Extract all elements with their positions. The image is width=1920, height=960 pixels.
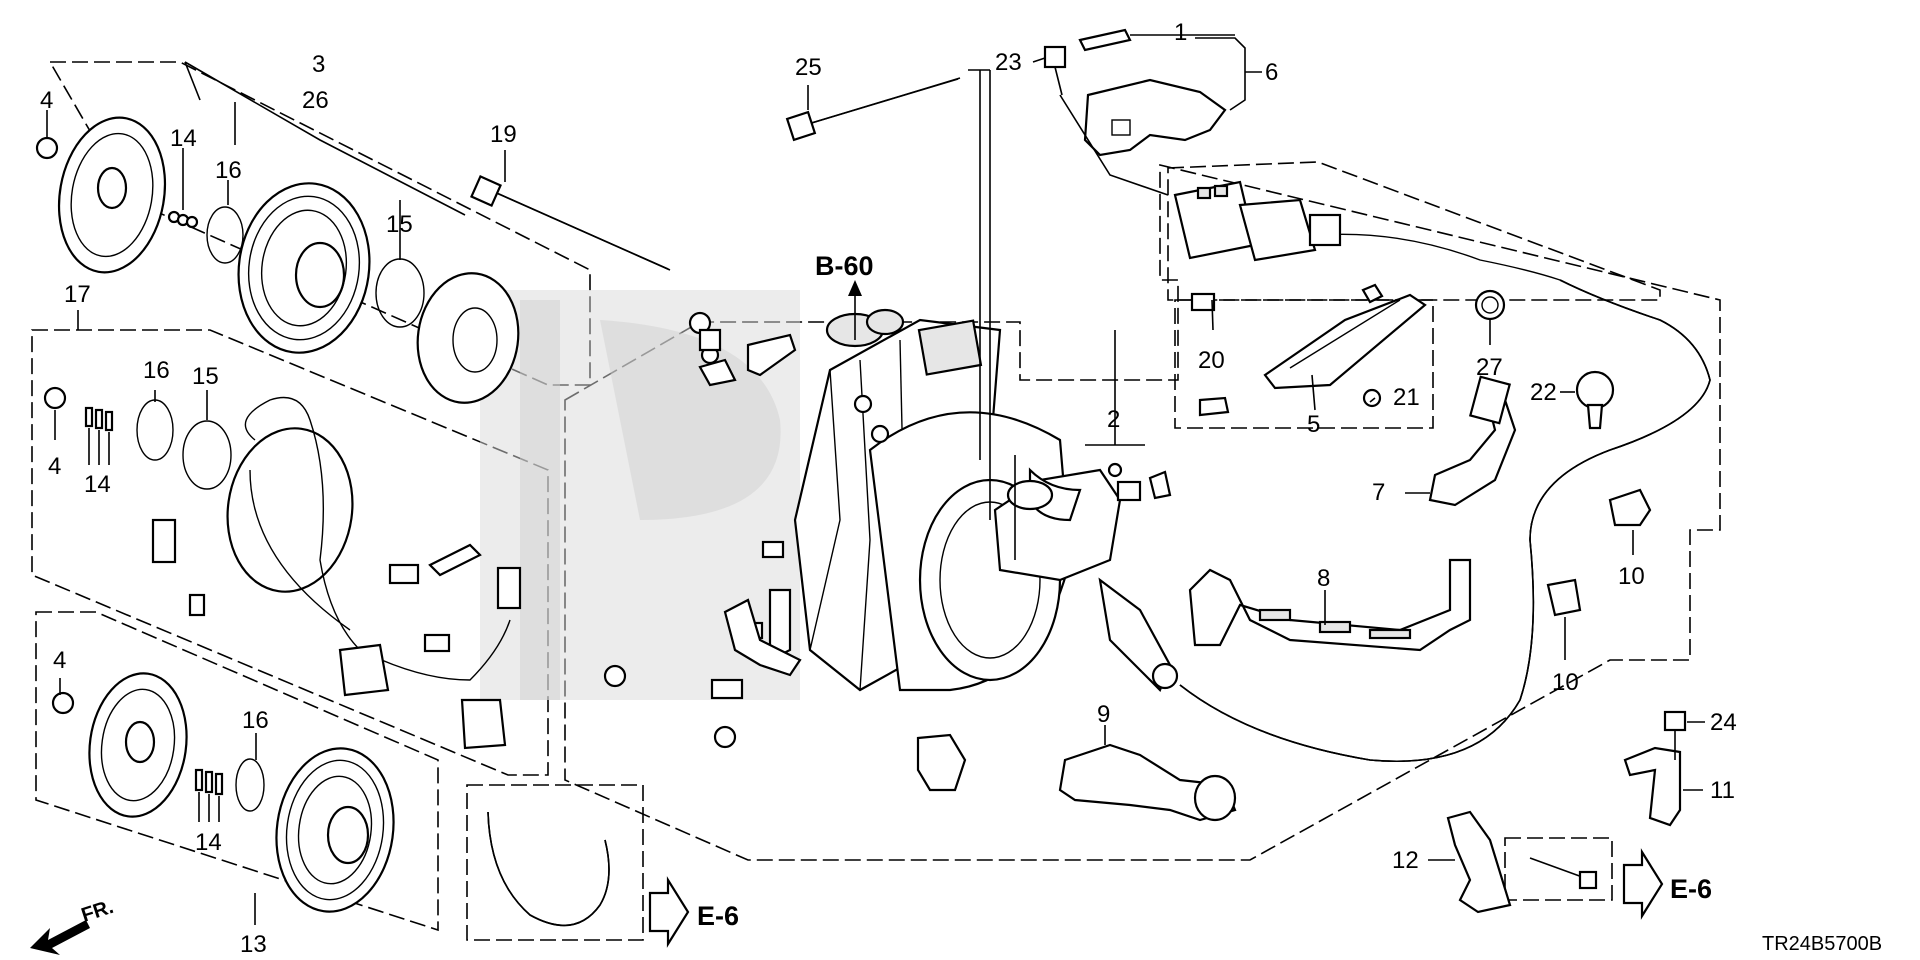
callout-2: 2 bbox=[1107, 406, 1120, 433]
belt-box-outline bbox=[466, 784, 644, 941]
callout-13: 13 bbox=[240, 931, 267, 958]
ref-e6-right: E-6 bbox=[1670, 874, 1712, 904]
bolt-25 bbox=[785, 77, 961, 142]
callout-17: 17 bbox=[64, 281, 91, 308]
bolt-19 bbox=[470, 175, 671, 271]
bolt-24 bbox=[1663, 710, 1687, 760]
clutch-a-parts bbox=[35, 116, 520, 404]
callout-21: 21 bbox=[1393, 384, 1420, 411]
callout-27: 27 bbox=[1476, 354, 1503, 381]
clutch-b-parts bbox=[51, 672, 395, 913]
callout-16-coil: 16 bbox=[143, 357, 170, 384]
bolt-23 bbox=[1043, 45, 1067, 96]
main-group-outline bbox=[564, 163, 1721, 861]
callout-16-upper: 16 bbox=[215, 157, 242, 184]
callout-26: 26 bbox=[302, 87, 329, 114]
bracket-12 bbox=[1446, 810, 1512, 914]
callout-15-upper: 15 bbox=[386, 211, 413, 238]
callout-19: 19 bbox=[490, 121, 517, 148]
clips-10 bbox=[1546, 488, 1652, 617]
fasteners-misc bbox=[1107, 283, 1384, 502]
bracket-8 bbox=[1188, 558, 1472, 652]
clip-27 bbox=[1474, 289, 1506, 321]
callout-7: 7 bbox=[1372, 479, 1385, 506]
bracket5-box-outline bbox=[1174, 299, 1434, 429]
callout-1: 1 bbox=[1174, 19, 1187, 46]
callout-14-coil: 14 bbox=[84, 471, 111, 498]
callout-14-lower: 14 bbox=[195, 829, 222, 856]
front-direction-arrow bbox=[30, 920, 90, 955]
connector-assembly bbox=[1173, 180, 1342, 262]
ref-e6-left: E-6 bbox=[697, 901, 739, 931]
coil-group-parts bbox=[43, 386, 522, 750]
callout-11: 11 bbox=[1710, 777, 1735, 804]
callout-10-upper: 10 bbox=[1618, 563, 1645, 590]
bracket-5 bbox=[1198, 293, 1427, 417]
bolt-box bbox=[1529, 857, 1598, 890]
callout-9: 9 bbox=[1097, 701, 1110, 728]
clamp-7 bbox=[1428, 375, 1517, 507]
callout-14-upper: 14 bbox=[170, 125, 197, 152]
connector-box-outline bbox=[1167, 161, 1661, 301]
callout-10-lower: 10 bbox=[1552, 669, 1579, 696]
pipe-9 bbox=[1058, 743, 1237, 822]
e6-arrow-left-shape bbox=[648, 876, 690, 948]
callout-8: 8 bbox=[1317, 565, 1330, 592]
ref-b60: B-60 bbox=[815, 251, 874, 281]
inverter-block bbox=[993, 467, 1179, 692]
callout-16-lower: 16 bbox=[242, 707, 269, 734]
compressor-brackets bbox=[698, 333, 967, 792]
callout-5: 5 bbox=[1307, 411, 1320, 438]
bolt-box-outline bbox=[1504, 837, 1613, 901]
callout-4-coil: 4 bbox=[48, 453, 61, 480]
clip-22 bbox=[1575, 370, 1615, 430]
callout-12: 12 bbox=[1392, 847, 1419, 874]
callout-15-coil: 15 bbox=[192, 363, 219, 390]
cover-6 bbox=[1078, 28, 1227, 157]
wire-harness bbox=[1179, 233, 1711, 763]
callout-20: 20 bbox=[1198, 347, 1225, 374]
drawing-code: TR24B5700B bbox=[1762, 933, 1882, 955]
bracket-11 bbox=[1623, 746, 1682, 827]
callout-labels: 1 2 3 26 4 5 6 7 8 9 10 10 11 12 13 14 1… bbox=[40, 19, 1737, 958]
callout-25: 25 bbox=[795, 54, 822, 81]
leader-lines bbox=[46, 34, 1705, 925]
callout-4-lower: 4 bbox=[53, 647, 66, 674]
clutch-group-b-outline bbox=[35, 611, 439, 932]
callout-22: 22 bbox=[1530, 379, 1557, 406]
callout-24: 24 bbox=[1710, 709, 1737, 736]
callout-4-upper: 4 bbox=[40, 87, 53, 114]
front-label: FR. bbox=[79, 896, 116, 927]
callout-6: 6 bbox=[1265, 59, 1278, 86]
coil-group-outline bbox=[31, 329, 549, 776]
belt bbox=[487, 811, 610, 927]
callout-3: 3 bbox=[312, 51, 325, 78]
compressor-fasteners bbox=[603, 311, 890, 749]
callout-23: 23 bbox=[995, 49, 1022, 76]
e6-arrow-right-shape bbox=[1622, 848, 1664, 920]
